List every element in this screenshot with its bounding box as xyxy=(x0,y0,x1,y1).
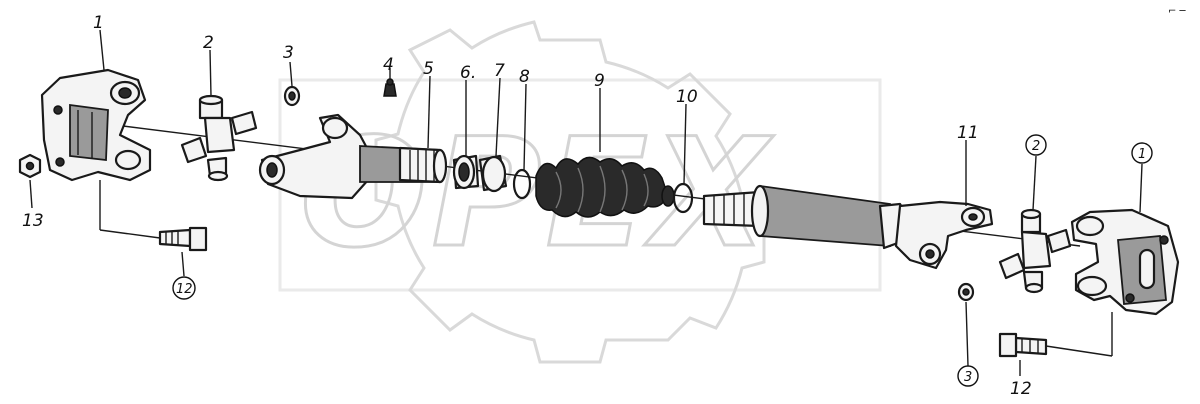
circlip-3-left xyxy=(283,85,301,107)
bolt-12-right xyxy=(998,332,1048,358)
seal-nut-6 xyxy=(452,154,480,190)
callout-13: 13 xyxy=(22,211,44,231)
callout-1-left: 1 xyxy=(93,13,104,33)
callout-circle-3-right xyxy=(957,365,979,387)
callout-7: 7 xyxy=(494,61,505,81)
universal-joint-cross-left xyxy=(180,94,258,182)
ring-8 xyxy=(512,168,532,200)
callout-10: 10 xyxy=(676,87,698,107)
callout-5: 5 xyxy=(423,59,434,79)
flange-yoke-left xyxy=(40,68,152,182)
callout-2-right: 2 xyxy=(1032,139,1040,154)
rubber-boot-9 xyxy=(535,156,675,218)
ring-7 xyxy=(478,154,508,193)
nut-13 xyxy=(18,153,42,179)
circlip-3-right xyxy=(957,282,975,302)
callout-4: 4 xyxy=(383,55,394,75)
callout-labels: 1 2 3 4 5 6. 7 8 9 10 11 13 12 2 1 3 12 xyxy=(22,13,1153,399)
callout-1-right: 1 xyxy=(1138,147,1146,162)
callout-3-left: 3 xyxy=(283,43,294,63)
grease-nipple-4 xyxy=(383,78,397,97)
callout-2-left: 2 xyxy=(203,33,214,53)
callout-12-left: 12 xyxy=(176,282,193,297)
leader-lines xyxy=(29,29,1143,376)
callout-circle-1-right xyxy=(1131,142,1153,164)
sliding-yoke xyxy=(258,113,448,200)
flange-yoke-right xyxy=(1070,208,1180,316)
callout-8: 8 xyxy=(519,67,530,87)
ring-10 xyxy=(672,182,694,214)
callout-circle-12-left xyxy=(172,276,196,300)
callout-3-right: 3 xyxy=(964,370,972,385)
callout-circle-2-right xyxy=(1025,134,1047,156)
bolt-12-left xyxy=(158,226,208,252)
callout-12-right: 12 xyxy=(1010,379,1032,399)
universal-joint-cross-right xyxy=(998,208,1072,294)
callout-11: 11 xyxy=(957,123,979,143)
corner-mark: ⌐ ─ xyxy=(1168,6,1187,17)
callout-6: 6. xyxy=(460,63,476,83)
tube-yoke-11 xyxy=(894,200,994,270)
callout-9: 9 xyxy=(594,71,605,91)
